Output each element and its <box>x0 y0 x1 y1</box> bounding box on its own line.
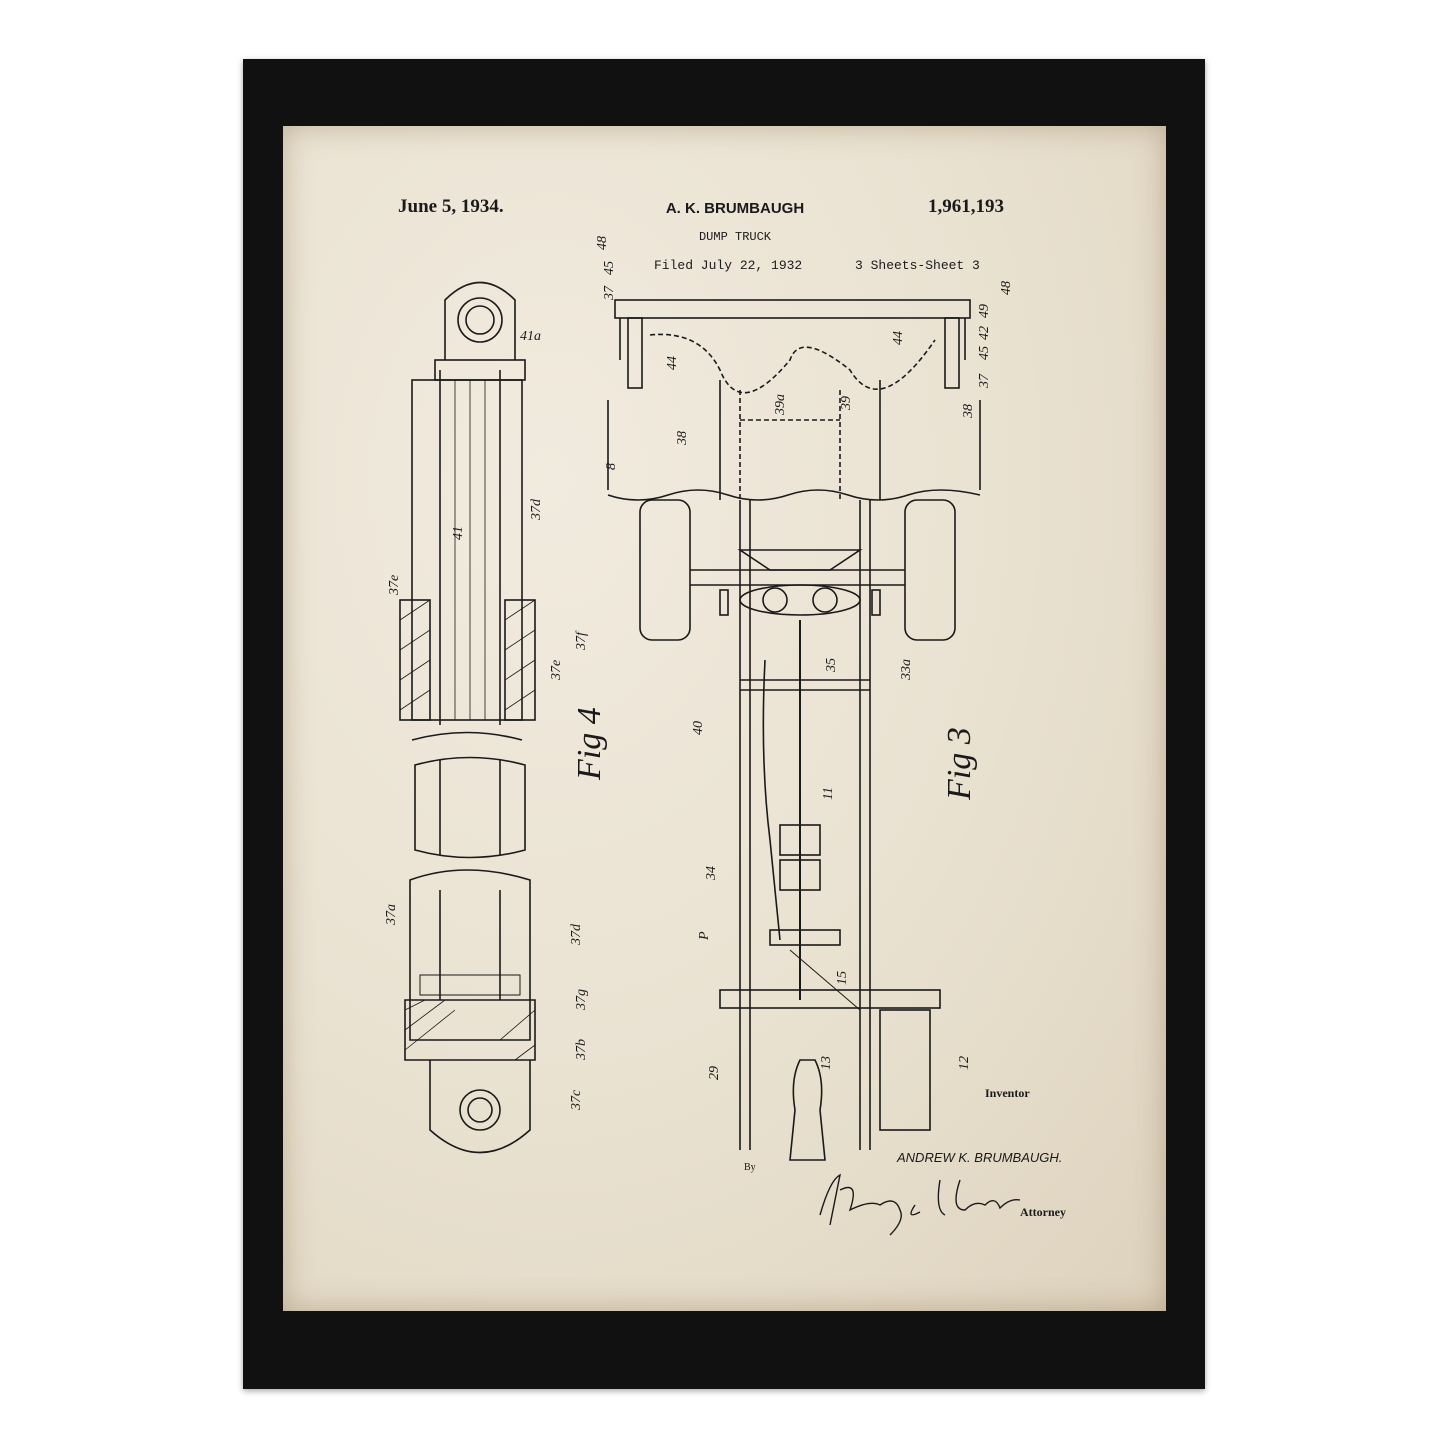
fig4-ref-label: 37d <box>529 498 544 521</box>
filed-date: Filed July 22, 1932 <box>654 258 803 273</box>
fig4-ref-label: 37e <box>387 575 402 596</box>
fig4-ref-label: 37g <box>574 989 589 1011</box>
fig3-ref-label: 34 <box>704 866 719 881</box>
fig3-ref-label: 49 <box>977 304 992 318</box>
fig3-ref-label: 38 <box>961 404 976 419</box>
fig3-ref-label: 45 <box>977 346 992 360</box>
fig3-ref-label: 11 <box>821 787 836 800</box>
fig3-ref-label: 40 <box>691 721 706 735</box>
fig4-ref-label: 37d <box>569 923 584 946</box>
sheet-count: 3 Sheets-Sheet 3 <box>855 258 980 273</box>
fig3-ref-label: 39 <box>839 396 854 411</box>
fig4-ref-label: 37c <box>569 1089 584 1111</box>
patent-number: 1,961,193 <box>928 196 1004 217</box>
fig3-ref-label: 38 <box>675 431 690 446</box>
fig3-ref-label: 8 <box>604 463 619 470</box>
inventor-name: A. K. BRUMBAUGH <box>665 200 805 217</box>
fig3-ref-label: 12 <box>957 1056 972 1070</box>
patent-date: June 5, 1934. <box>398 196 504 217</box>
fig3-ref-label: 39a <box>773 394 788 416</box>
fig4-ref-label: 37a <box>384 904 399 926</box>
fig4-ref-label: 37b <box>574 1039 589 1061</box>
fig3-ref-label: 35 <box>824 658 839 673</box>
by-label: By <box>744 1162 756 1173</box>
fig3-ref-label: 48 <box>999 281 1014 295</box>
fig3-ref-label: 29 <box>707 1066 722 1080</box>
fig3-ref-label: 37 <box>602 285 617 301</box>
fig3-ref-label: 45 <box>602 261 617 275</box>
attorney-label: Attorney <box>1020 1205 1066 1219</box>
fig4-label: Fig 4 <box>571 707 608 781</box>
fig3-label: Fig 3 <box>941 727 978 801</box>
fig3-ref-label: 37 <box>977 373 992 389</box>
patent-title: DUMP TRUCK <box>698 230 771 244</box>
fig3-ref-label: P <box>697 931 712 941</box>
fig3-ref-label: 13 <box>819 1056 834 1070</box>
fig3-ref-label: 33a <box>899 659 914 681</box>
fig4-ref-label: 37e <box>549 660 564 681</box>
fig3-ref-label: 44 <box>665 356 680 370</box>
fig3-ref-label: 15 <box>835 971 850 985</box>
fig4-ref-label: 41a <box>520 329 541 344</box>
inventor-label: Inventor <box>985 1086 1030 1100</box>
fig4-ref-label: 41 <box>451 526 466 540</box>
fig3-chassis-drawing <box>607 299 981 1161</box>
fig4-ref-label: 37f <box>574 630 589 651</box>
attorney-signature <box>819 1173 1021 1236</box>
fig4-cylinder-drawing <box>399 281 536 1154</box>
fig3-ref-label: 48 <box>595 236 610 250</box>
fig3-ref-label: 42 <box>977 326 992 340</box>
inventor-signature: ANDREW K. BRUMBAUGH. <box>897 1150 1063 1165</box>
fig3-ref-label: 44 <box>891 331 906 345</box>
